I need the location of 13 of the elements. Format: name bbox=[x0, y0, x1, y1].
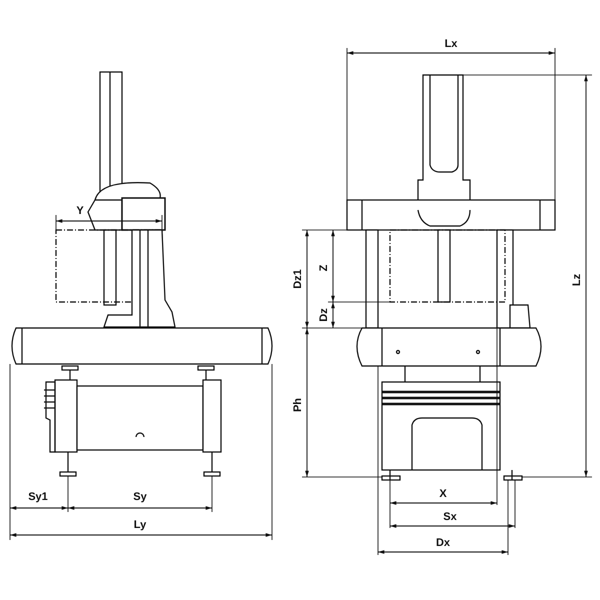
dimension-label: Sx bbox=[442, 511, 458, 523]
dimension-label: Lz bbox=[571, 272, 583, 288]
dimension-label: Y bbox=[75, 205, 85, 217]
dimension-label: X bbox=[438, 488, 448, 500]
dimension-label: Dz1 bbox=[292, 268, 304, 290]
dimension-label: Dz bbox=[318, 307, 330, 323]
dimension-label: Dx bbox=[434, 537, 452, 549]
dimension-label: Ly bbox=[132, 519, 148, 531]
dimension-label: Ph bbox=[292, 396, 304, 414]
dimension-label: Sy bbox=[132, 491, 148, 503]
dimension-label: Sy1 bbox=[27, 491, 49, 503]
dimension-label: Lx bbox=[444, 38, 458, 50]
dimension-label: Z bbox=[318, 264, 330, 272]
